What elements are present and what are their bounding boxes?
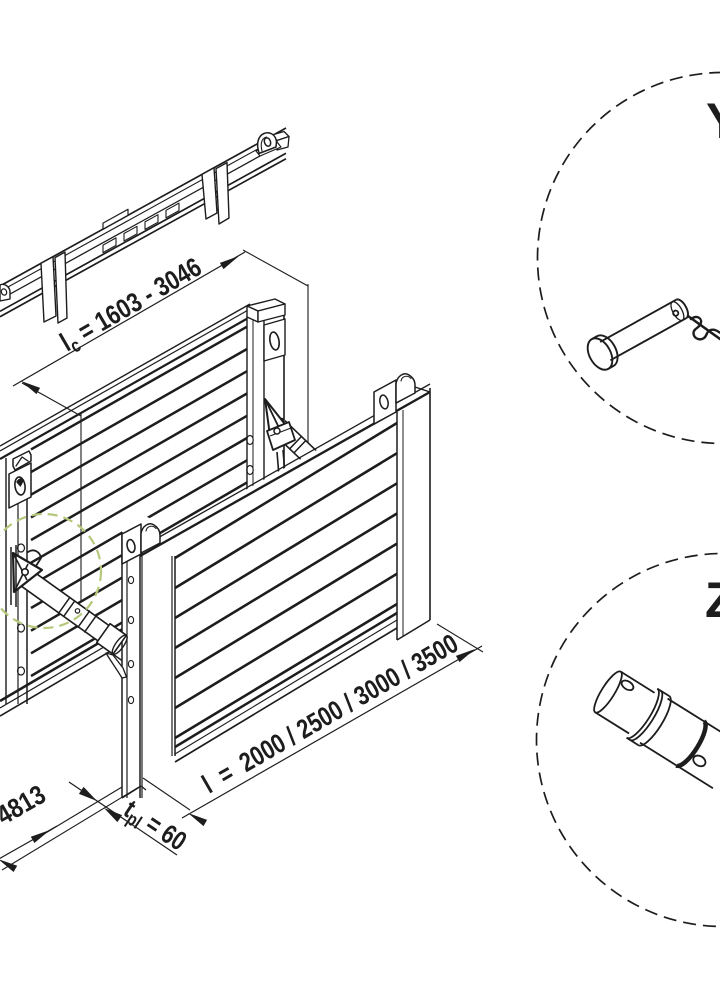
svg-text:Y: Y <box>706 93 720 149</box>
svg-text:Z: Z <box>705 572 720 628</box>
